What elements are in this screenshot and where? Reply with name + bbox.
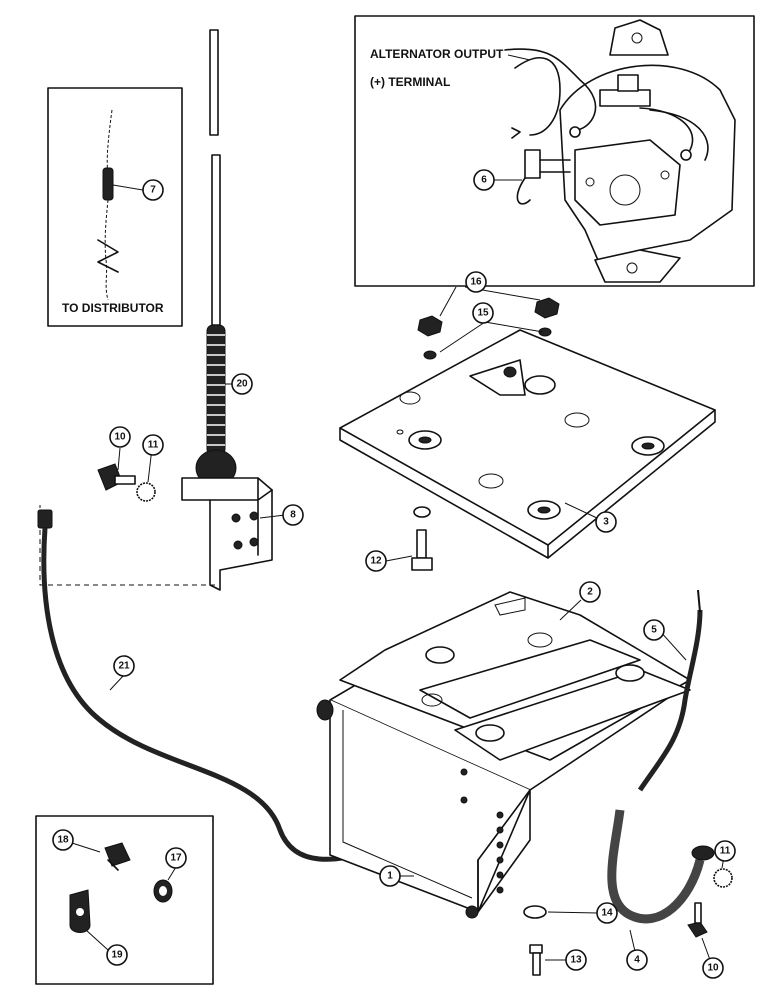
callout-16: 16: [465, 271, 487, 293]
callout-3: 3: [595, 511, 617, 533]
flat-washer-part-12: [413, 506, 431, 518]
callout-11-bottom: 11: [714, 840, 736, 862]
callout-20: 20: [231, 373, 253, 395]
svg-text:10: 10: [114, 432, 126, 443]
voltage-regulator: [574, 139, 681, 226]
svg-text:12: 12: [370, 556, 382, 567]
radio-bracket: [339, 591, 691, 761]
to-distributor-label: TO DISTRIBUTOR: [62, 301, 164, 315]
callout-11-top: 11: [142, 434, 164, 456]
antenna-mast: [211, 154, 221, 326]
callout-17: 17: [165, 847, 187, 869]
callout-2: 2: [579, 581, 601, 603]
callout-7: 7: [142, 179, 164, 201]
svg-text:15: 15: [477, 308, 489, 319]
antenna-cable: [37, 509, 381, 862]
antenna: [195, 29, 237, 487]
svg-text:5: 5: [651, 625, 657, 636]
svg-text:10: 10: [707, 963, 719, 974]
callout-10-top: 10: [109, 426, 131, 448]
svg-text:8: 8: [290, 510, 296, 521]
distributor-inset: TO DISTRIBUTOR: [47, 87, 183, 327]
nut-part-16: [417, 297, 560, 337]
svg-text:11: 11: [720, 846, 731, 857]
alternator-output-label: ALTERNATOR OUTPUT: [370, 47, 504, 61]
lock-washer-part-15: [423, 327, 552, 360]
svg-text:19: 19: [111, 950, 123, 961]
svg-text:7: 7: [150, 185, 156, 196]
power-wire: [637, 609, 703, 792]
alternator-inset: ALTERNATOR OUTPUT (+) TERMINAL: [354, 15, 755, 287]
antenna-mast-top: [209, 29, 219, 136]
clips-inset-frame: [35, 815, 214, 985]
plug-connector: [524, 149, 541, 179]
svg-text:16: 16: [470, 277, 482, 288]
svg-text:14: 14: [601, 908, 613, 919]
svg-text:17: 17: [170, 853, 182, 864]
ground-strap-eyelet: [691, 845, 715, 861]
callout-18: 18: [52, 829, 74, 851]
svg-text:6: 6: [481, 175, 487, 186]
callout-13: 13: [565, 949, 587, 971]
svg-text:21: 21: [118, 661, 130, 672]
flat-washer-part-14: [523, 905, 547, 919]
bolt-part-13: [529, 944, 543, 976]
alternator-mount-ear: [609, 19, 669, 56]
svg-text:3: 3: [603, 517, 609, 528]
alternator-inset-frame: [354, 15, 755, 287]
svg-text:13: 13: [570, 955, 582, 966]
svg-text:11: 11: [148, 440, 159, 451]
antenna-spring: [206, 324, 226, 456]
callout-5: 5: [643, 619, 665, 641]
lock-washer-part-11-bottom: [713, 868, 733, 888]
suppressor-part-7: [102, 167, 114, 201]
callout-12: 12: [365, 550, 387, 572]
callout-6: 6: [473, 169, 495, 191]
terminal-bracket: [599, 89, 651, 107]
callout-21: 21: [113, 655, 135, 677]
callout-4: 4: [626, 949, 648, 971]
svg-text:4: 4: [634, 955, 640, 966]
clips-inset: [35, 815, 214, 985]
callout-8: 8: [282, 504, 304, 526]
callout-14: 14: [596, 902, 618, 924]
alternator-bottom-ear: [594, 249, 681, 283]
bolt-part-12: [411, 529, 433, 571]
svg-text:1: 1: [387, 871, 393, 882]
bolt-part-10-bottom: [687, 902, 708, 938]
svg-text:2: 2: [587, 587, 593, 598]
svg-text:18: 18: [57, 835, 69, 846]
distributor-inset-frame: [47, 87, 183, 327]
antenna-mount-bracket: [181, 477, 273, 591]
callout-10-bottom: 10: [702, 957, 724, 979]
routing-dashed-line: [39, 505, 215, 586]
ground-strap: [607, 809, 705, 924]
callout-15: 15: [472, 302, 494, 324]
bolt-part-10-top: [97, 463, 136, 491]
plus-terminal-label: (+) TERMINAL: [370, 75, 450, 89]
lock-washer-part-11-top: [136, 482, 156, 502]
svg-text:20: 20: [236, 379, 248, 390]
callout-19: 19: [106, 944, 128, 966]
clip-part-18: [104, 842, 131, 867]
mounting-plate: [339, 329, 716, 559]
alternator-output-wire: [504, 48, 597, 131]
callout-1: 1: [379, 865, 401, 887]
